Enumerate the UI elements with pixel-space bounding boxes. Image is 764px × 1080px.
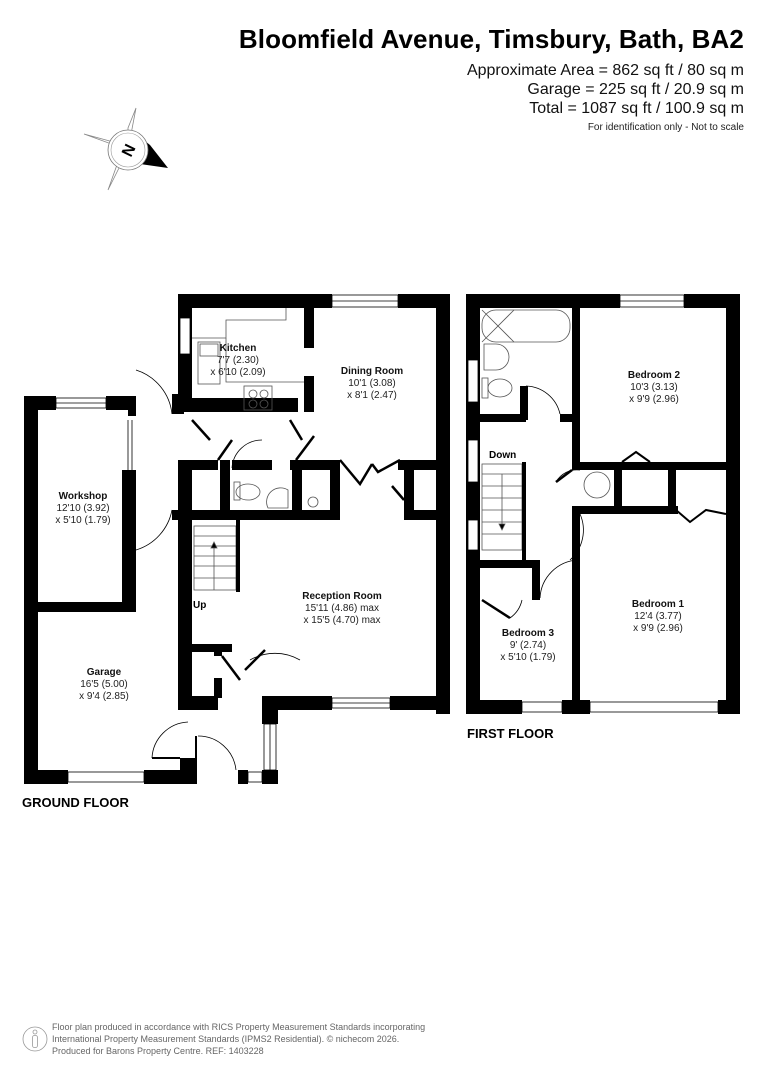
room-dimension: 7'7 (2.30) — [217, 355, 259, 366]
property-title: Bloomfield Avenue, Timsbury, Bath, BA2 — [238, 24, 744, 54]
room-dimension: 9' (2.74) — [509, 640, 547, 651]
room-dimension: x 5'10 (1.79) — [55, 515, 111, 526]
stairs-down — [481, 463, 523, 551]
room-dimension: x 9'9 (2.96) — [633, 623, 683, 634]
stairs-up — [193, 525, 237, 591]
footer-notice: Floor plan produced in accordance with R… — [52, 1021, 425, 1057]
garage-area: Garage = 225 sq ft / 20.9 sq m — [527, 81, 744, 98]
footer-line: International Property Measurement Stand… — [52, 1034, 400, 1044]
room-name: Bedroom 3 — [501, 628, 555, 639]
room-dimension: x 5'10 (1.79) — [500, 652, 556, 663]
room-dimension: x 9'4 (2.85) — [79, 691, 129, 702]
ground-floor-label: GROUND FLOOR — [22, 795, 129, 810]
room-bedroom-1: Bedroom 1 12'4 (3.77) x 9'9 (2.96) — [632, 599, 684, 635]
room-bedroom-3: Bedroom 3 9' (2.74) x 5'10 (1.79) — [500, 628, 555, 664]
room-name: Garage — [86, 667, 122, 678]
room-dining-room: Dining Room 10'1 (3.08) x 8'1 (2.47) — [341, 366, 403, 402]
room-dimension: 12'10 (3.92) — [56, 503, 110, 514]
room-dimension: 15'11 (4.86) max — [305, 603, 379, 614]
room-name: Bedroom 2 — [627, 370, 681, 381]
compass-rose-icon: N — [83, 107, 168, 191]
kitchen-fittings — [192, 308, 304, 411]
room-name: Workshop — [58, 491, 108, 502]
person-info-icon — [22, 1026, 48, 1052]
approximate-area: Approximate Area = 862 sq ft / 80 sq m — [466, 62, 744, 79]
stairs-up-label: Up — [193, 600, 207, 611]
footer-line: Produced for Barons Property Centre. REF… — [52, 1046, 264, 1056]
room-name: Dining Room — [340, 366, 404, 377]
first-floor-windows-doors — [467, 294, 727, 713]
scale-disclaimer: For identification only - Not to scale — [587, 122, 744, 133]
room-name: Bedroom 1 — [631, 599, 685, 610]
room-dimension: x 6'10 (2.09) — [210, 367, 266, 378]
footer-line: Floor plan produced in accordance with R… — [52, 1022, 426, 1032]
room-dimension: x 8'1 (2.47) — [347, 390, 397, 401]
room-reception-room: Reception Room 15'11 (4.86) max x 15'5 (… — [302, 591, 381, 627]
room-workshop: Workshop 12'10 (3.92) x 5'10 (1.79) — [55, 491, 110, 527]
first-floor-label: FIRST FLOOR — [467, 726, 554, 741]
stairs-down-label: Down — [489, 450, 517, 461]
room-dimension: 10'3 (3.13) — [630, 382, 678, 393]
room-dimension: x 15'5 (4.70) max — [303, 615, 381, 626]
room-dimension: x 9'9 (2.96) — [629, 394, 679, 405]
room-dimension: 16'5 (5.00) — [80, 679, 128, 690]
total-area: Total = 1087 sq ft / 100.9 sq m — [529, 100, 744, 117]
ground-floor-windows-doors — [55, 294, 405, 784]
room-name: Kitchen — [219, 343, 257, 354]
room-name: Reception Room — [302, 591, 382, 602]
bathroom-fittings-ground — [233, 481, 319, 509]
ground-floor-walls — [24, 294, 450, 784]
room-dimension: 12'4 (3.77) — [634, 611, 682, 622]
room-kitchen: Kitchen 7'7 (2.30) x 6'10 (2.09) — [210, 343, 265, 379]
room-bedroom-2: Bedroom 2 10'3 (3.13) x 9'9 (2.96) — [628, 370, 680, 406]
bathroom-fittings-first — [481, 309, 611, 499]
room-garage: Garage 16'5 (5.00) x 9'4 (2.85) — [79, 667, 129, 703]
room-dimension: 10'1 (3.08) — [348, 378, 396, 389]
